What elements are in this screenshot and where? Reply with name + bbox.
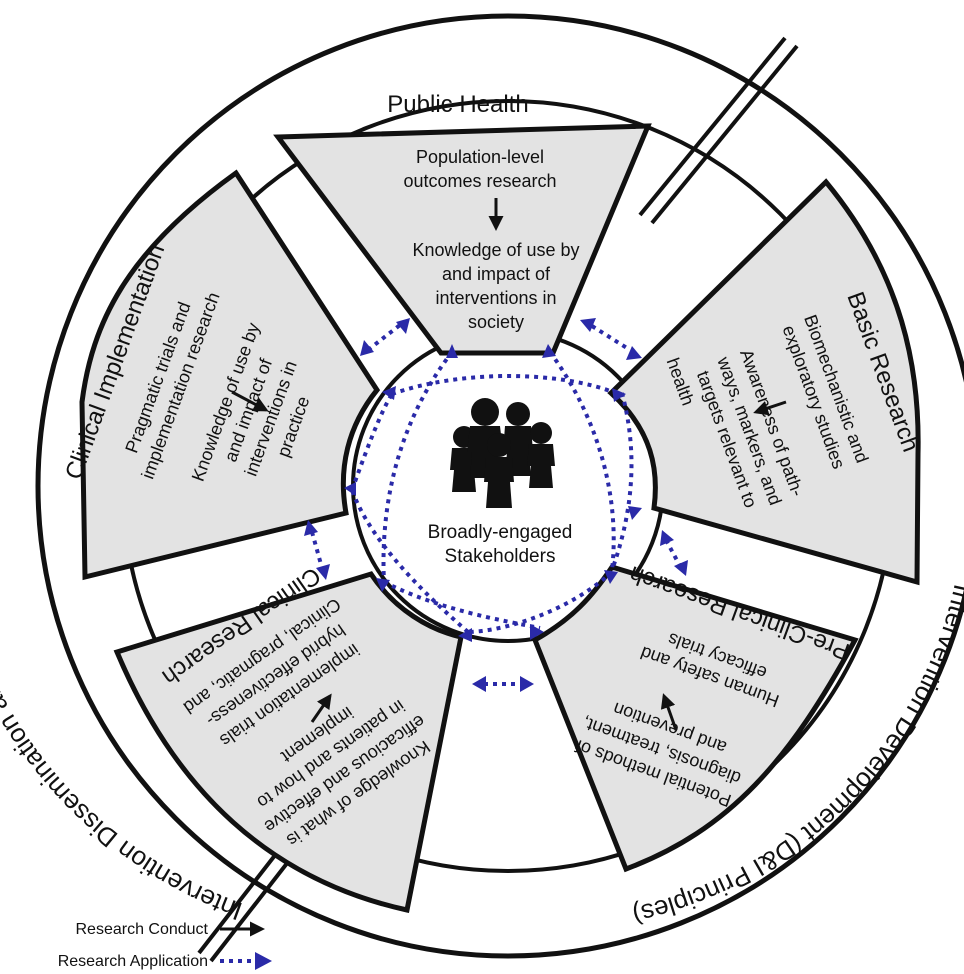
segment-pre-clinical xyxy=(531,564,859,873)
research-conduct-arrow-icon xyxy=(660,693,678,731)
segment-clinical-implementation xyxy=(79,169,381,581)
research-conduct-arrow-icon xyxy=(310,693,332,723)
ring-divider-top-right xyxy=(638,36,799,225)
research-application-arrow-head-icon xyxy=(255,952,272,970)
segment-clinical-research xyxy=(113,571,464,913)
public-health-text: and impact of xyxy=(442,264,551,284)
public-health-text: interventions in xyxy=(435,288,556,308)
research-conduct-arrow-icon xyxy=(231,390,269,412)
center-label-line2: Stakeholders xyxy=(445,546,556,567)
people-group-icon xyxy=(450,398,555,508)
research-application-arrows-outer xyxy=(304,318,688,692)
public-health-title: Public Health xyxy=(387,91,528,118)
research-application-arrows-inner xyxy=(344,344,642,642)
public-health-text: society xyxy=(468,312,524,332)
legend-research-conduct-label: Research Conduct xyxy=(75,921,208,938)
public-health-text: outcomes research xyxy=(403,171,556,191)
legend-research-application-label: Research Application xyxy=(58,953,208,970)
public-health-text: Population-level xyxy=(416,147,544,167)
center-label-line1: Broadly-engaged xyxy=(428,522,573,543)
research-conduct-arrow-icon xyxy=(753,400,787,416)
outer-ring xyxy=(35,13,964,959)
public-health-text: Knowledge of use by xyxy=(412,240,579,260)
segment-basic-research xyxy=(607,178,921,586)
